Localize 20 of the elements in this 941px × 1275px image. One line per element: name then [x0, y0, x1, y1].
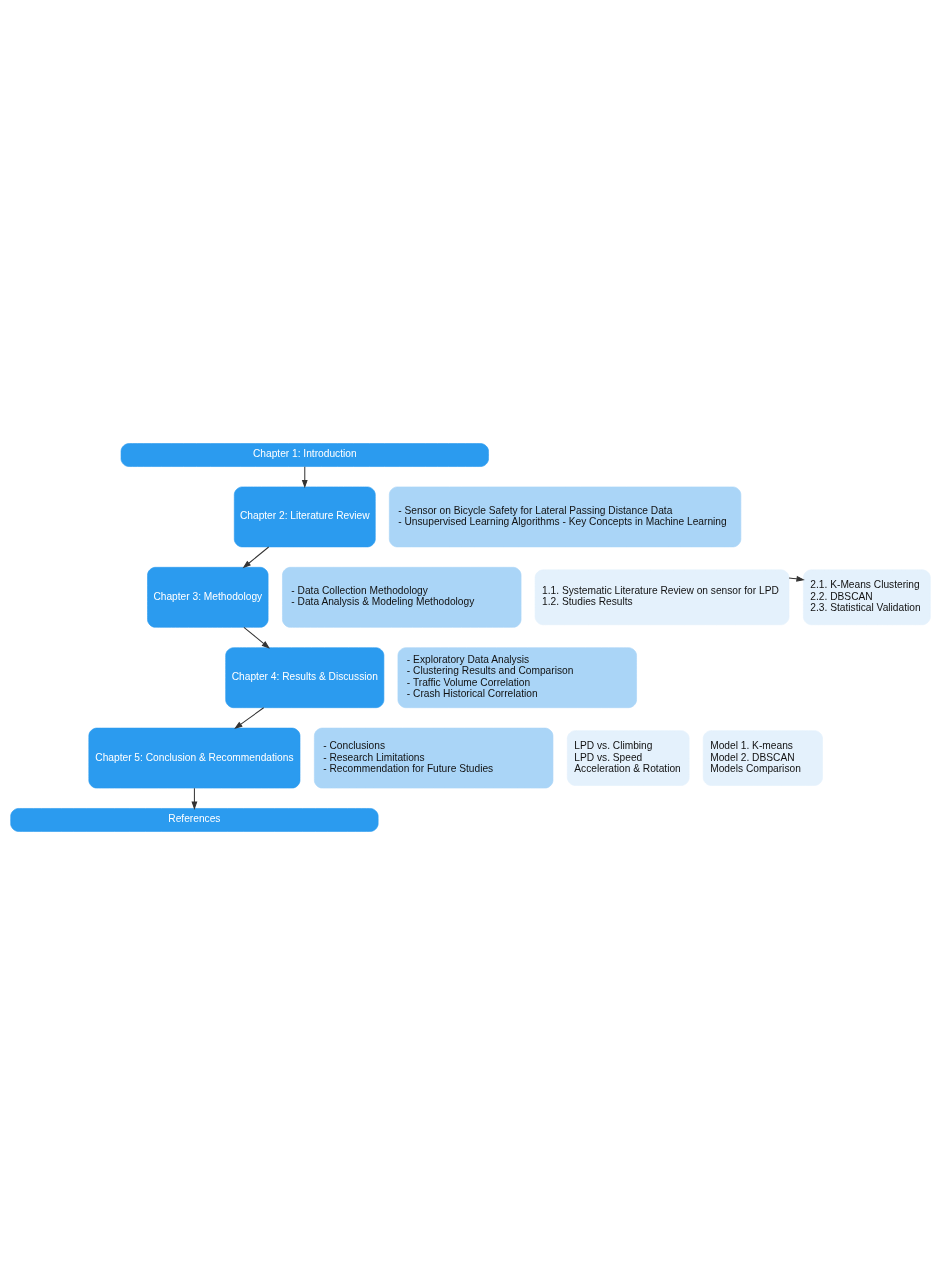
- node-box: Chapter 4: Results & Discussion: [225, 647, 385, 708]
- node-box: - Exploratory Data Analysis - Clustering Results and Comparison - Traffic Volume Correlation - Crash Historical Correlation: [397, 647, 637, 708]
- arrow: [234, 707, 265, 729]
- arrow: [243, 626, 270, 649]
- node-box: - Conclusions - Research Limitations - Recommendation for Future Studies: [314, 727, 554, 789]
- arrow: [301, 466, 308, 489]
- node-box: Chapter 2: Literature Review: [233, 486, 376, 548]
- arrow: [242, 546, 270, 569]
- node-box: 2.1. K-Means Clustering 2.2. DBSCAN 2.3. Statistical Validation: [803, 569, 931, 626]
- arrow: [191, 787, 198, 810]
- node-box: - Sensor on Bicycle Safety for Lateral Passing Distance Data - Unsupervised Learning Algorithms - Key Concepts in Machine Learning: [389, 486, 742, 548]
- node-box: Chapter 3: Methodology: [147, 567, 269, 628]
- node-box: 1.1. Systematic Literature Review on sensor for LPD 1.2. Studies Results: [534, 569, 790, 626]
- node-box: Chapter 1: Introduction: [120, 443, 489, 467]
- node-box: - Data Collection Methodology - Data Analysis & Modeling Methodology: [282, 567, 522, 628]
- node-box: Model 1. K-means Model 2. DBSCAN Models Comparison: [702, 730, 823, 786]
- node-box: References: [10, 808, 379, 832]
- arrow: [788, 575, 805, 582]
- node-box: LPD vs. Climbing LPD vs. Speed Acceleration & Rotation: [567, 730, 690, 786]
- node-box: Chapter 5: Conclusion & Recommendations: [88, 727, 301, 789]
